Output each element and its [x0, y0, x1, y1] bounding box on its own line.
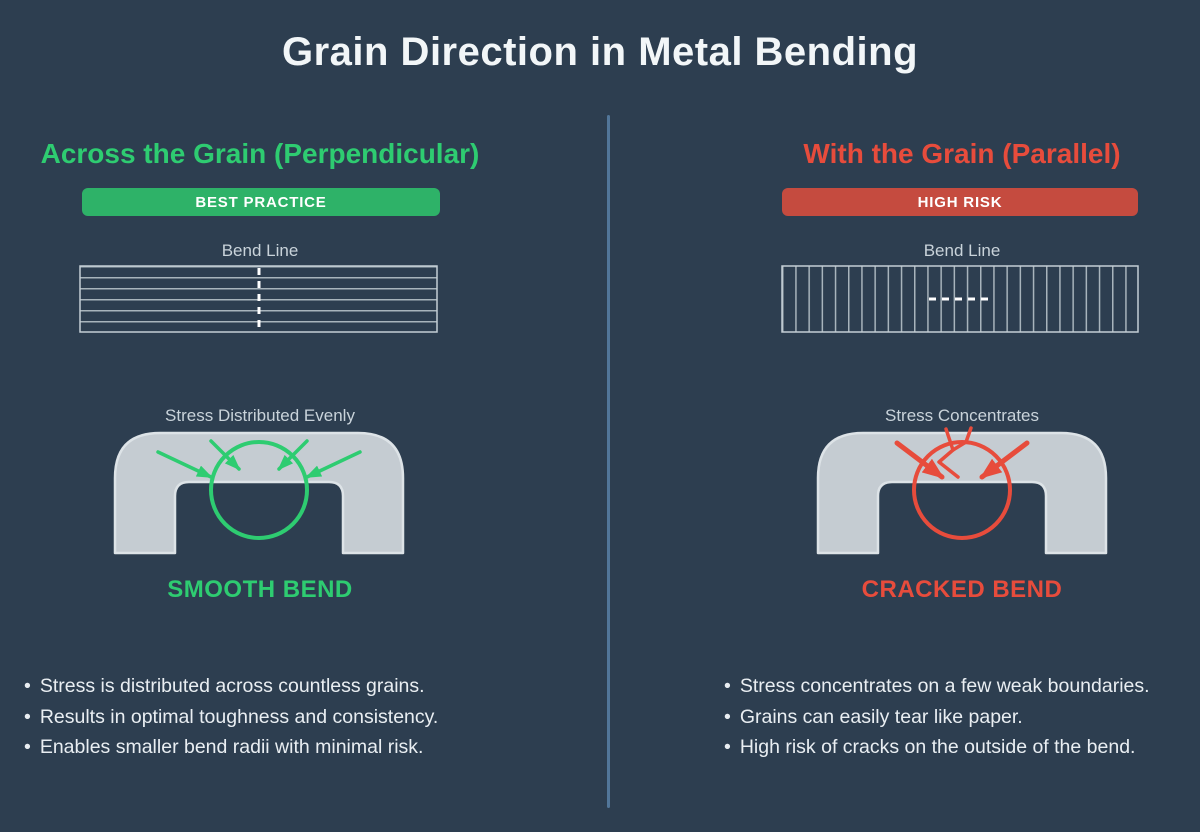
- grain-sample-perpendicular: [79, 265, 438, 333]
- list-item: • Stress concentrates on a few weak bound…: [724, 671, 1150, 702]
- right-bullet-list: • Stress concentrates on a few weak bound…: [724, 671, 1150, 763]
- bullet-text: Enables smaller bend radii with minimal …: [39, 736, 424, 758]
- bullet-text: High risk of cracks on the outside of th…: [739, 736, 1136, 758]
- bullet-text: Results in optimal toughness and consist…: [39, 705, 439, 728]
- left-stress-label: Stress Distributed Evenly: [165, 406, 355, 425]
- high-risk-badge: HIGH RISK: [782, 188, 1138, 216]
- left-bend-line-label: Bend Line: [221, 241, 299, 260]
- right-column-header: With the Grain (Parallel): [803, 138, 1121, 169]
- stress-zone-circle-green: [209, 440, 309, 540]
- left-bullet-list: • Stress is distributed across countless …: [24, 671, 438, 763]
- cracked-bend-label: CRACKED BEND: [861, 576, 1063, 603]
- bullet-icon: •: [24, 675, 31, 697]
- bullet-icon: •: [724, 675, 731, 697]
- list-item: • Enables smaller bend radii with minimal…: [24, 732, 438, 763]
- crack-icon: [937, 426, 973, 479]
- left-column-header: Across the Grain (Perpendicular): [40, 138, 480, 169]
- list-item: • Results in optimal toughness and consis…: [24, 702, 438, 733]
- list-item: • Grains can easily tear like paper.: [724, 702, 1150, 733]
- best-practice-badge: BEST PRACTICE: [82, 188, 440, 216]
- stress-zone-circle-red: [912, 440, 1012, 540]
- smooth-bend-label: SMOOTH BEND: [167, 576, 353, 603]
- list-item: • Stress is distributed across countless …: [24, 671, 438, 702]
- right-bend-line-label: Bend Line: [923, 241, 1001, 260]
- bend-shape-smooth: [113, 431, 405, 555]
- bullet-icon: •: [24, 736, 31, 758]
- stress-arrows-green: [156, 439, 362, 479]
- bullet-icon: •: [24, 705, 31, 728]
- list-item: • High risk of cracks on the outside of t…: [724, 732, 1150, 763]
- bullet-icon: •: [724, 736, 731, 758]
- stress-arrows-red: [894, 440, 1030, 480]
- right-stress-label: Stress Concentrates: [884, 406, 1039, 425]
- grain-sample-parallel: [781, 265, 1139, 333]
- bullet-text: Stress concentrates on a few weak bounda…: [739, 675, 1150, 697]
- bullet-icon: •: [724, 705, 731, 728]
- bend-shape-cracked: [816, 426, 1108, 555]
- page-title: Grain Direction in Metal Bending: [281, 30, 919, 74]
- bullet-text: Stress is distributed across countless g…: [39, 675, 425, 697]
- bullet-text: Grains can easily tear like paper.: [739, 705, 1023, 728]
- column-divider: [607, 115, 610, 808]
